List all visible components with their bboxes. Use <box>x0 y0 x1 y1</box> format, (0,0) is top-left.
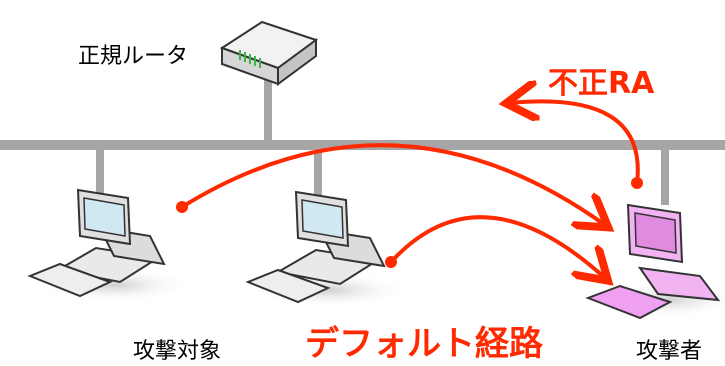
default-route-arrow-pc <box>385 215 605 278</box>
target-label: 攻撃対象 <box>133 339 221 364</box>
attacker-computer-icon <box>585 203 725 320</box>
attacker-label: 攻撃者 <box>636 339 702 364</box>
default-route-label: デフォルト経路 <box>305 324 544 364</box>
rogue-ra-label: 不正RA <box>548 66 655 101</box>
rogue-ra-arrow <box>510 101 643 189</box>
router-label: 正規ルータ <box>78 44 188 69</box>
target-computer-icon <box>27 188 195 303</box>
computer-icon <box>245 190 410 308</box>
router-icon <box>219 20 319 86</box>
router-led-icon <box>239 50 261 68</box>
default-route-arrow-target <box>176 143 605 225</box>
